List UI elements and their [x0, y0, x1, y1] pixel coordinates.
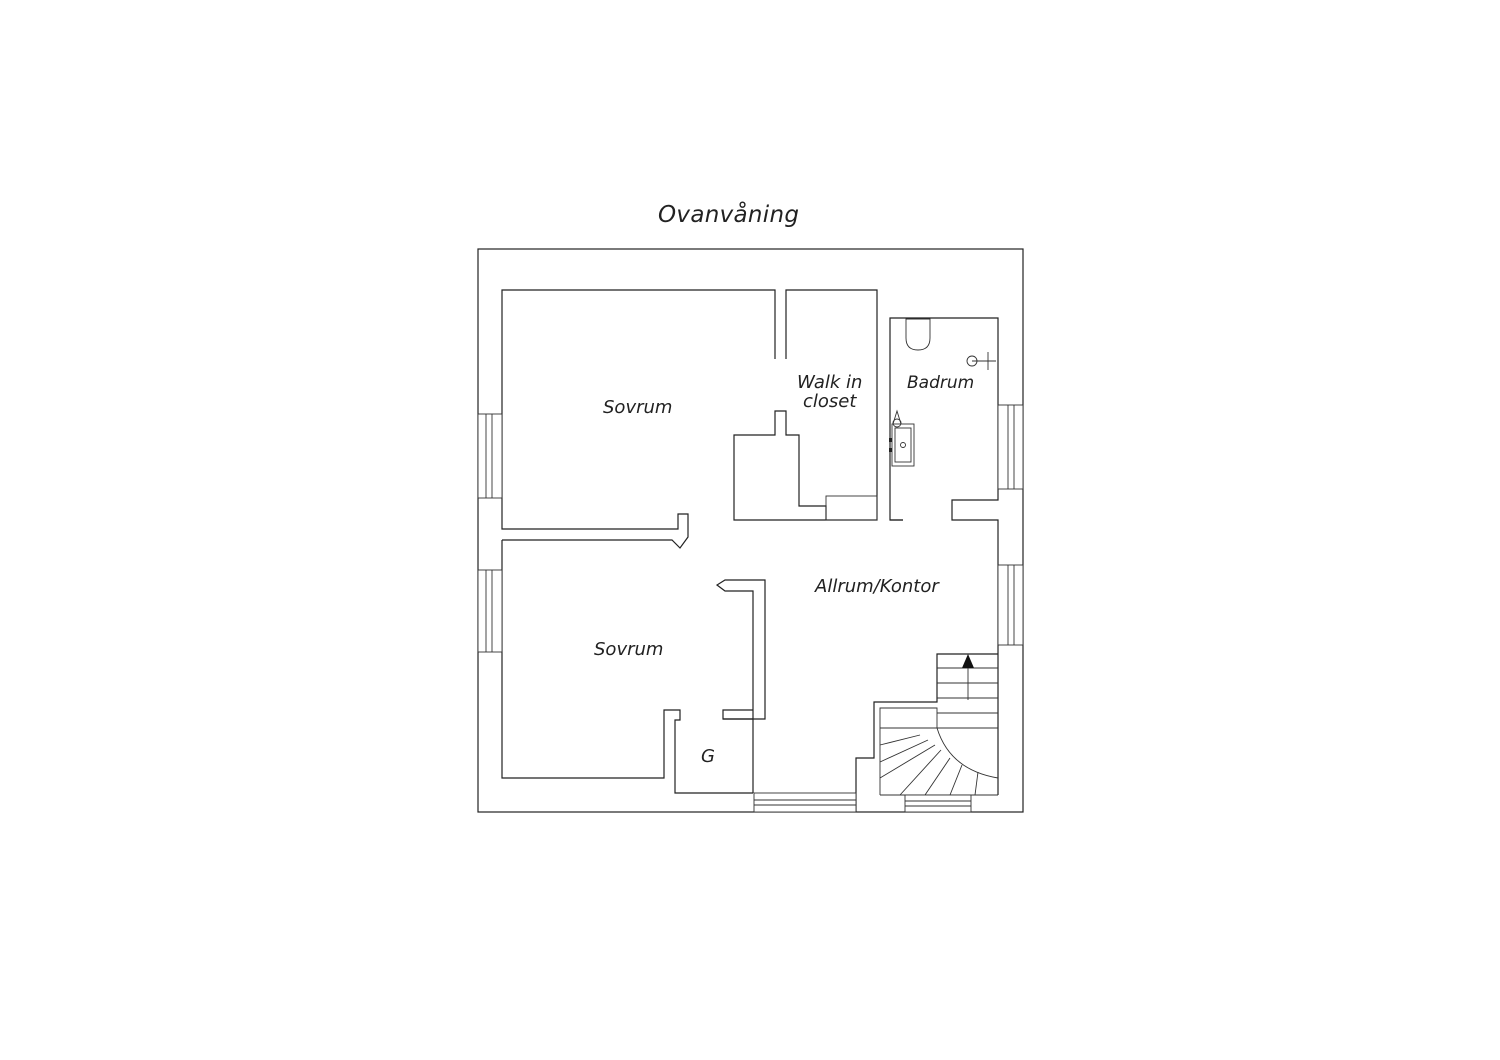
room-label-storage: G: [701, 746, 715, 767]
room-label-living: Allrum/Kontor: [815, 576, 939, 597]
sink-icon: [889, 409, 915, 467]
window-bottom-left: [753, 792, 857, 813]
outer-wall: [477, 248, 1024, 813]
stair-walls: [855, 653, 998, 812]
window-right-bottom: [997, 564, 1024, 646]
room-label-closet-line2: closet: [803, 391, 857, 412]
closet-walls: [733, 289, 878, 521]
stair-arrow-icon: [962, 654, 974, 668]
bedroom-bottom-partition: [715, 579, 766, 720]
room-label-bedroom-bottom: Sovrum: [594, 639, 664, 660]
room-label-bedroom-top: Sovrum: [603, 397, 673, 418]
window-right-top: [997, 404, 1024, 490]
toilet-icon: [905, 318, 931, 351]
bathroom-walls: [889, 317, 999, 795]
bedroom-bottom-walls: [501, 540, 753, 794]
storage-walls: [722, 709, 753, 720]
window-left-top: [477, 413, 503, 499]
floor-title: Ovanvåning: [658, 202, 800, 228]
window-left-bottom: [477, 569, 503, 653]
shower-icon: [966, 352, 996, 370]
bedroom-top-walls: [501, 289, 776, 549]
staircase: [879, 654, 999, 796]
window-bottom-right: [904, 794, 972, 813]
room-label-bathroom: Badrum: [907, 373, 975, 393]
closet-shelf: [825, 495, 878, 521]
room-label-closet-line1: Walk in: [797, 372, 863, 393]
